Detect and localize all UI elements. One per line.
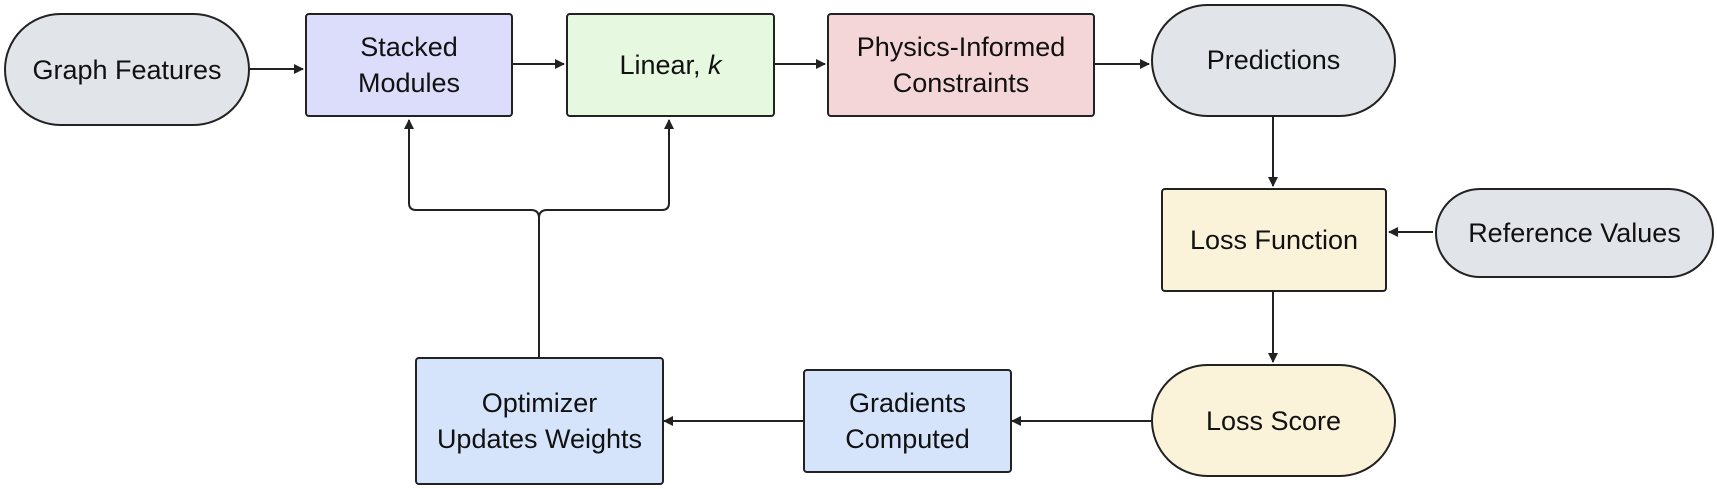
linear-label: Linear, k — [619, 47, 721, 83]
linear-node: Linear, k — [566, 13, 775, 117]
physics-constraints-line-1: Physics-Informed — [856, 32, 1066, 62]
optimizer-label: Optimizer Updates Weights — [437, 385, 642, 457]
loss-function-label: Loss Function — [1189, 225, 1359, 255]
loss-score-label: Loss Score — [1205, 405, 1342, 436]
predictions-label: Predictions — [1206, 45, 1341, 75]
optimizer-line-2: Updates Weights — [436, 424, 643, 454]
reference-values-label: Reference Values — [1468, 218, 1681, 248]
predictions-node: Predictions — [1151, 4, 1396, 117]
physics-constraints-line-2: Constraints — [892, 68, 1030, 98]
optimizer-line-1: Optimizer — [481, 388, 598, 418]
gradients-computed-node: Gradients Computed — [803, 369, 1012, 473]
linear-symbol-k: k — [708, 50, 722, 80]
loss-score-node: Loss Score — [1151, 364, 1396, 477]
gradients-computed-line-1: Gradients — [848, 388, 967, 418]
gradients-computed-line-2: Computed — [845, 424, 970, 454]
optimizer-node: Optimizer Updates Weights — [415, 357, 664, 485]
reference-values-node: Reference Values — [1435, 188, 1714, 278]
stacked-modules-label: Stacked Modules — [358, 29, 460, 101]
loss-function-node: Loss Function — [1161, 188, 1387, 292]
linear-label-text: Linear, — [619, 50, 709, 80]
edge-optimizer-to-linear — [538, 119, 674, 219]
physics-constraints-node: Physics-Informed Constraints — [827, 13, 1095, 117]
physics-constraints-label: Physics-Informed Constraints — [857, 29, 1066, 101]
edge-optimizer-to-stacked-modules — [404, 119, 540, 357]
stacked-modules-node: Stacked Modules — [305, 13, 513, 117]
stacked-modules-line-1: Stacked — [360, 32, 458, 62]
stacked-modules-line-2: Modules — [357, 68, 461, 98]
gradients-computed-label: Gradients Computed — [845, 385, 970, 457]
graph-features-node: Graph Features — [4, 13, 250, 126]
graph-features-label: Graph Features — [32, 54, 222, 85]
